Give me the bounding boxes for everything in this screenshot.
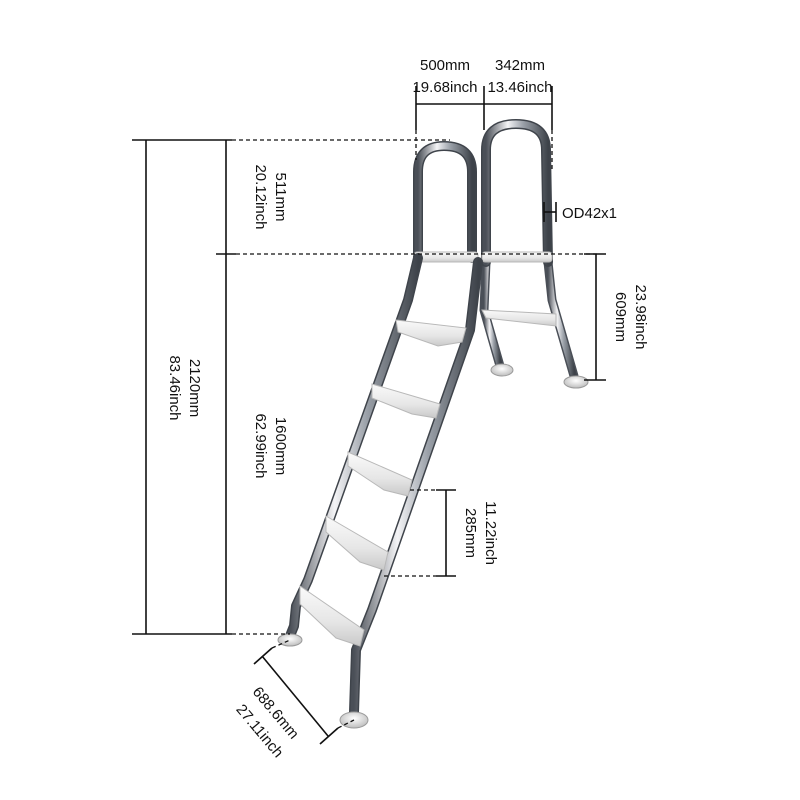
- ladder-illustration: [277, 119, 589, 729]
- dimension-base-depth: 688.6mm 27.11inch: [232, 639, 355, 761]
- dimension-tube: OD42x1: [543, 202, 617, 222]
- tube-label: OD42x1: [562, 205, 617, 222]
- dimension-total-height: 2120mm 83.46inch: [132, 139, 450, 635]
- dimension-ladder-height: 1600mm 62.99inch: [252, 413, 289, 478]
- step-1: [395, 319, 467, 347]
- handrail-height-inch: 20.12inch: [252, 164, 269, 229]
- step-4: [325, 515, 389, 571]
- total-height-mm: 2120mm: [186, 359, 203, 417]
- step-3: [347, 451, 413, 497]
- rear-foot-right: [563, 375, 589, 389]
- step-5: [299, 585, 365, 647]
- dimension-top-widths: 500mm 19.68inch 342mm 13.46inch: [412, 57, 553, 170]
- rear-support-legs: [479, 257, 589, 389]
- crossbar-right: [481, 251, 553, 263]
- top-left-width-inch: 19.68inch: [412, 79, 477, 96]
- step-spacing-inch: 11.22inch: [482, 501, 499, 565]
- rear-leg-height-mm: 609mm: [612, 292, 629, 342]
- ladder-height-inch: 62.99inch: [252, 413, 269, 478]
- handrails: [413, 119, 553, 267]
- step-spacing-mm: 285mm: [462, 508, 479, 558]
- step-2: [371, 383, 441, 419]
- ladder-height-mm: 1600mm: [272, 417, 289, 475]
- dimension-rear-leg-height: 609mm 23.98inch: [584, 253, 649, 381]
- handrail-height-mm: 511mm: [272, 173, 289, 222]
- total-height-inch: 83.46inch: [166, 355, 183, 420]
- top-right-width-mm: 342mm: [495, 57, 545, 74]
- dimension-handrail-height: 511mm 20.12inch: [216, 140, 600, 634]
- ladder-steps: [299, 319, 467, 647]
- rear-leg-height-inch: 23.98inch: [632, 284, 649, 349]
- top-left-width-mm: 500mm: [420, 57, 470, 74]
- top-right-width-inch: 13.46inch: [487, 79, 552, 96]
- dimension-step-spacing: 285mm 11.22inch: [384, 489, 499, 577]
- rear-brace: [481, 309, 557, 327]
- rear-foot-left: [490, 363, 514, 377]
